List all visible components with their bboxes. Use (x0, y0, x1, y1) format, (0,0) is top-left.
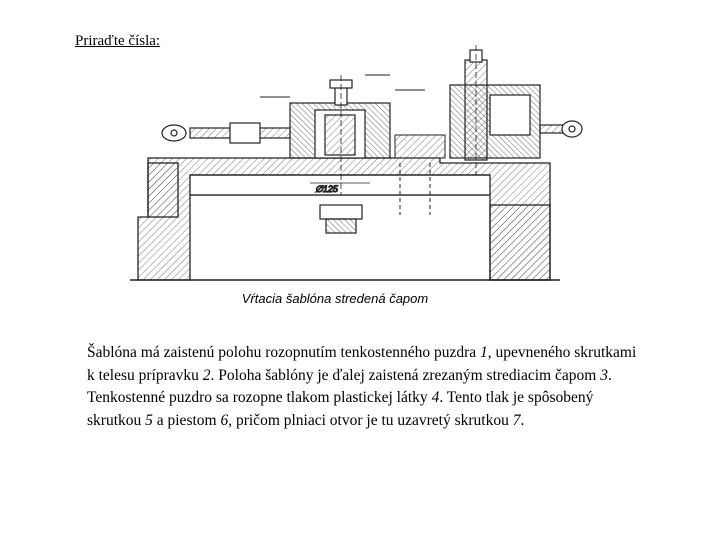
paragraph-text: , upevneného skrutkami k telesu prípravk… (87, 344, 637, 384)
part-number: 1 (480, 344, 488, 361)
right-clamp (449, 45, 583, 175)
paragraph-text: . (520, 411, 525, 429)
part-number: 5 (145, 411, 153, 429)
part-number: 7 (512, 411, 521, 429)
dimension-label: ∅125 (315, 184, 339, 194)
figure-caption: Vŕtacia šablóna stredená čapom (241, 291, 429, 306)
paragraph-text: . Tento tlak je spôsobený skrutkou (87, 389, 594, 429)
jig-drawing: ∅125 (130, 45, 583, 281)
paragraph-text: , pričom plniaci otvor je tu uzavretý sk… (228, 411, 513, 429)
paragraph-text: . Tenkostenné puzdro sa rozopne tlakom p… (87, 366, 612, 407)
left-screw-rod (161, 122, 291, 144)
template-block: ∅125 (289, 75, 391, 234)
part-number: 6 (220, 411, 229, 429)
part-number: 2 (202, 366, 211, 384)
part-number: 4 (431, 389, 440, 406)
paragraph-text: . Poloha šablóny je ďalej zaistená zreza… (210, 366, 601, 384)
center-section (260, 74, 446, 215)
paragraph-text: a piestom (152, 411, 221, 429)
paragraph-text: Šablóna má zaistenú polohu rozopnutím te… (87, 344, 481, 361)
description-paragraph: Šablóna má zaistenú polohu rozopnutím te… (87, 342, 647, 432)
page-heading: Priraďte čísla: (75, 33, 161, 49)
jig-body (130, 157, 560, 281)
part-number: 3 (600, 366, 608, 384)
